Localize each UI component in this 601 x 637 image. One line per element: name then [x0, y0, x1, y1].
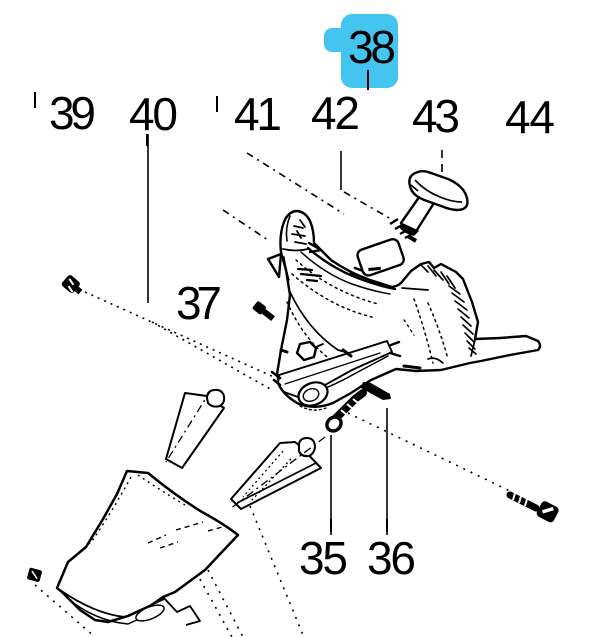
svg-text:40: 40 [129, 88, 178, 140]
svg-text:41: 41 [234, 88, 282, 140]
svg-text:35: 35 [299, 532, 348, 584]
svg-text:44: 44 [505, 91, 555, 143]
svg-text:39: 39 [49, 87, 96, 139]
svg-text:36: 36 [367, 532, 416, 584]
svg-text:37: 37 [176, 277, 222, 329]
svg-text:42: 42 [311, 87, 360, 139]
svg-text:38: 38 [348, 21, 396, 73]
svg-text:43: 43 [412, 90, 460, 142]
